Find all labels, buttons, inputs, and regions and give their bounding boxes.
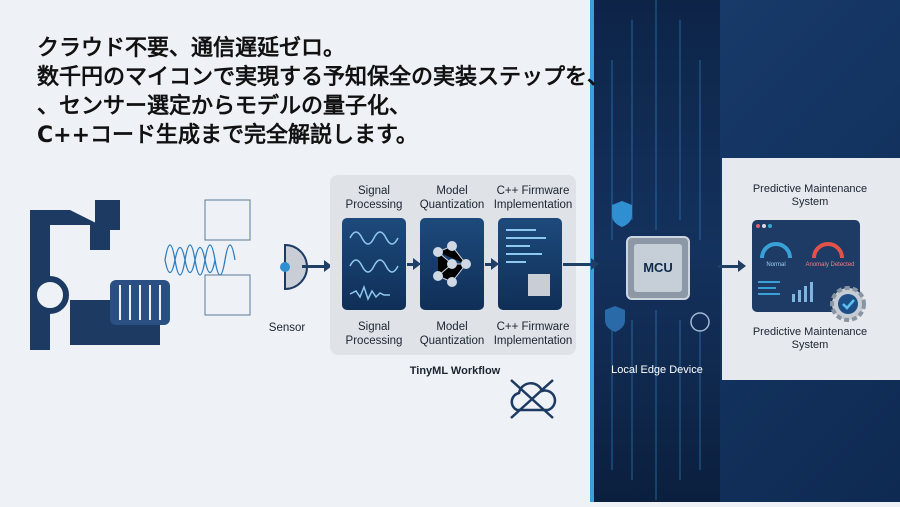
sensor-label: Sensor [268,322,306,334]
edge-device-label: Local Edge Device [611,364,703,376]
step-title: Model Quantization [419,185,485,211]
gauge-anomaly-label: Anomaly Detected [805,262,855,268]
arrow-icon [563,258,599,270]
neural-network-icon [433,241,471,287]
step-caption: Signal Processing [345,321,403,347]
headline: クラウド不要、通信遅延ゼロ。 数千円のマイコンで実現する予知保全の実装ステップを… [37,34,609,150]
step-caption: C++ Firmware Implementation [493,321,573,347]
arrow-icon [485,258,499,270]
arrow-icon [718,260,746,272]
dashboard-caption: Predictive Maintenance System [752,326,868,351]
step-title: Signal Processing [345,185,403,211]
no-cloud-icon [510,379,557,419]
headline-line: 、センサー選定からモデルの量子化、 [37,94,412,119]
arrow-icon [407,258,421,270]
divider-glow [590,0,594,502]
firmware-card [498,218,562,310]
industrial-machine-icon [30,199,251,350]
signal-processing-card [342,218,406,310]
mcu-chip-icon [605,201,710,332]
arrow-icon [302,260,332,272]
step-title: C++ Firmware Implementation [493,185,573,211]
workflow-title: TinyML Workflow [409,365,501,377]
waveform-icon [349,231,399,301]
model-quantization-card [420,218,484,310]
step-caption: Model Quantization [419,321,485,347]
headline-line: クラウド不要、通信遅延ゼロ。 [37,36,346,61]
headline-line: C++コード生成まで完全解説します。 [37,123,418,148]
circuit-traces [611,0,701,500]
sensor-icon [280,243,308,291]
mcu-label: MCU [643,260,673,275]
gauge-normal-label: Normal [766,262,786,268]
gauges-icon [756,224,844,302]
gear-check-icon [830,286,866,322]
dashboard-title: Predictive Maintenance System [752,183,868,208]
headline-line: 数千円のマイコンで実現する予知保全の実装ステップを、 [37,65,610,90]
code-chip-icon [506,229,550,296]
